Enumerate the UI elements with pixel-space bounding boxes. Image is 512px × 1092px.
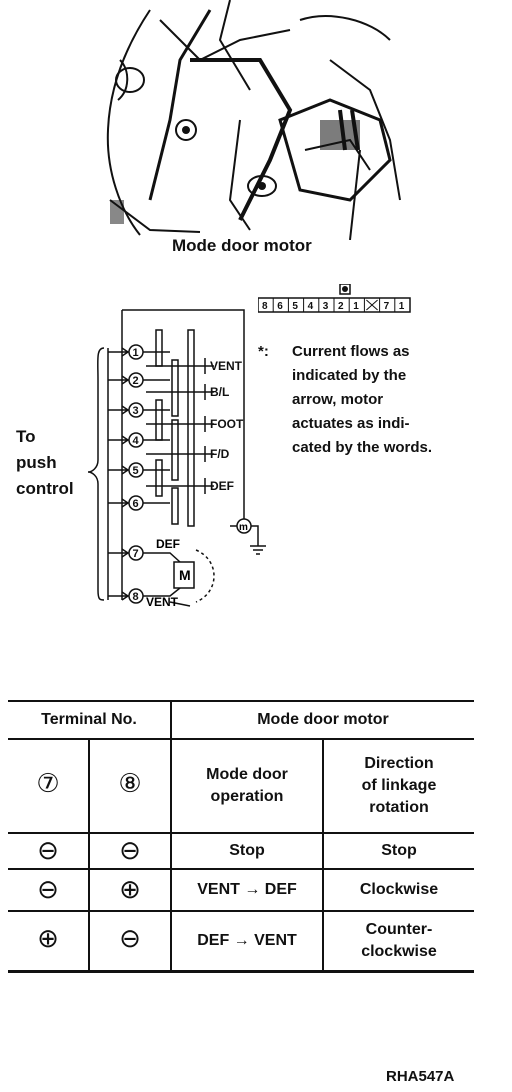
row2-t7: ⊖ — [37, 875, 59, 905]
terminal-number: 7 — [133, 548, 139, 560]
operation-header-line-1: Mode door — [206, 766, 288, 783]
direction-header-line-2: of linkage — [361, 777, 437, 794]
row3-direction-line-1: Counter- — [365, 921, 433, 938]
switch-position-label: B/L — [210, 385, 229, 399]
note-line-5: cated by the words. — [292, 439, 433, 456]
header-mode-door-motor: Mode door motor — [171, 700, 474, 740]
terminal-number: 6 — [133, 498, 139, 510]
terminal-number: 4 — [133, 435, 140, 447]
switch-position-label: DEF — [210, 479, 234, 493]
wiring-diagram: 1 2 3 4 5 6 7 8 VENT B/L FOOT F/D DEF M DEF VENT m — [87, 309, 266, 609]
mode-door-motor-label: Mode door motor — [172, 236, 312, 255]
terminal-circle — [128, 462, 144, 478]
terminal-number: 1 — [133, 347, 139, 359]
terminal-circle — [128, 588, 144, 604]
terminal-circle — [128, 495, 144, 511]
terminal-circle — [128, 344, 144, 360]
operation-header: Mode door operation — [171, 739, 324, 834]
current-arrow — [108, 548, 130, 558]
current-arrow — [108, 405, 130, 415]
table-row: ⊖ ⊕ VENT → DEF Clockwise — [8, 869, 474, 912]
note-line-4: actuates as indi- — [292, 415, 410, 432]
row3-t8: ⊖ — [119, 924, 141, 954]
connector-cell: 7 — [384, 301, 390, 312]
ground-terminal-symbol: m — [239, 522, 248, 533]
mode-door-truth-table: Terminal No. Mode door motor ⑦ ⑧ Mode do… — [8, 700, 474, 973]
terminal-circle — [128, 432, 144, 448]
header-terminal-no: Terminal No. — [8, 700, 172, 740]
row3-direction: Counter- clockwise — [323, 911, 474, 973]
connector-cell: 3 — [323, 301, 329, 312]
note-asterisk: *: — [258, 343, 269, 360]
switch-position-label: F/D — [210, 447, 230, 461]
current-arrow — [108, 591, 130, 601]
connector-cell: 5 — [292, 301, 298, 312]
connector-cell: 6 — [277, 301, 283, 312]
row3-operation: DEF → VENT — [171, 911, 324, 973]
row2-t8: ⊕ — [119, 875, 141, 905]
current-arrow — [108, 435, 130, 445]
current-arrow — [108, 498, 130, 508]
terminal-number: 3 — [133, 405, 139, 417]
terminal-7-header: ⑦ — [36, 769, 60, 799]
connector-cell: 1 — [399, 301, 405, 312]
note-line-1: Current flows as — [292, 343, 410, 360]
note-line-3: arrow, motor — [292, 391, 384, 408]
table-row: ⊕ ⊖ DEF → VENT Counter- clockwise — [8, 911, 474, 973]
to-push-control-label: To push control — [16, 424, 74, 502]
to-push-line-2: push — [16, 453, 57, 472]
row1-t8: ⊖ — [119, 836, 141, 866]
terminal-number: 5 — [133, 465, 139, 477]
current-arrow — [108, 347, 130, 357]
direction-header-line-1: Direction — [364, 755, 434, 772]
switch-position-label: FOOT — [210, 417, 244, 431]
note-line-2: indicated by the — [292, 367, 407, 384]
connector-cell: 4 — [308, 301, 314, 312]
mode-door-motor-illustration — [106, 0, 401, 240]
operation-header-line-2: operation — [210, 788, 284, 805]
terminal-8-header: ⑧ — [118, 769, 142, 799]
motor-symbol: M — [179, 567, 191, 583]
table-row: ⊖ ⊖ Stop Stop — [8, 833, 474, 870]
current-arrow — [108, 375, 130, 385]
row3-direction-line-2: clockwise — [361, 943, 437, 960]
connector-cell: 2 — [338, 301, 344, 312]
figure-code: RHA547A — [386, 1068, 455, 1085]
terminal-circle — [128, 545, 144, 561]
to-push-line-3: control — [16, 479, 74, 498]
connector-cell: 8 — [262, 301, 268, 312]
direction-header: Direction of linkage rotation — [323, 739, 474, 834]
connector-cell: 1 — [353, 301, 359, 312]
motor-label-vent: VENT — [146, 595, 179, 609]
row1-operation: Stop — [171, 833, 324, 870]
terminal-number: 2 — [133, 375, 139, 387]
connector-blank-cell — [366, 299, 378, 311]
terminal-circle — [128, 402, 144, 418]
terminal-circle — [128, 372, 144, 388]
row1-direction: Stop — [323, 833, 474, 870]
motor-label-def: DEF — [156, 537, 180, 551]
row2-direction: Clockwise — [323, 869, 474, 912]
row3-t7: ⊕ — [37, 924, 59, 954]
terminal-number: 8 — [133, 591, 139, 603]
direction-header-line-3: rotation — [369, 799, 429, 816]
to-push-line-1: To — [16, 427, 36, 446]
switch-position-label: VENT — [210, 359, 243, 373]
current-arrow — [108, 465, 130, 475]
row1-t7: ⊖ — [37, 836, 59, 866]
row2-operation: VENT → DEF — [171, 869, 324, 912]
